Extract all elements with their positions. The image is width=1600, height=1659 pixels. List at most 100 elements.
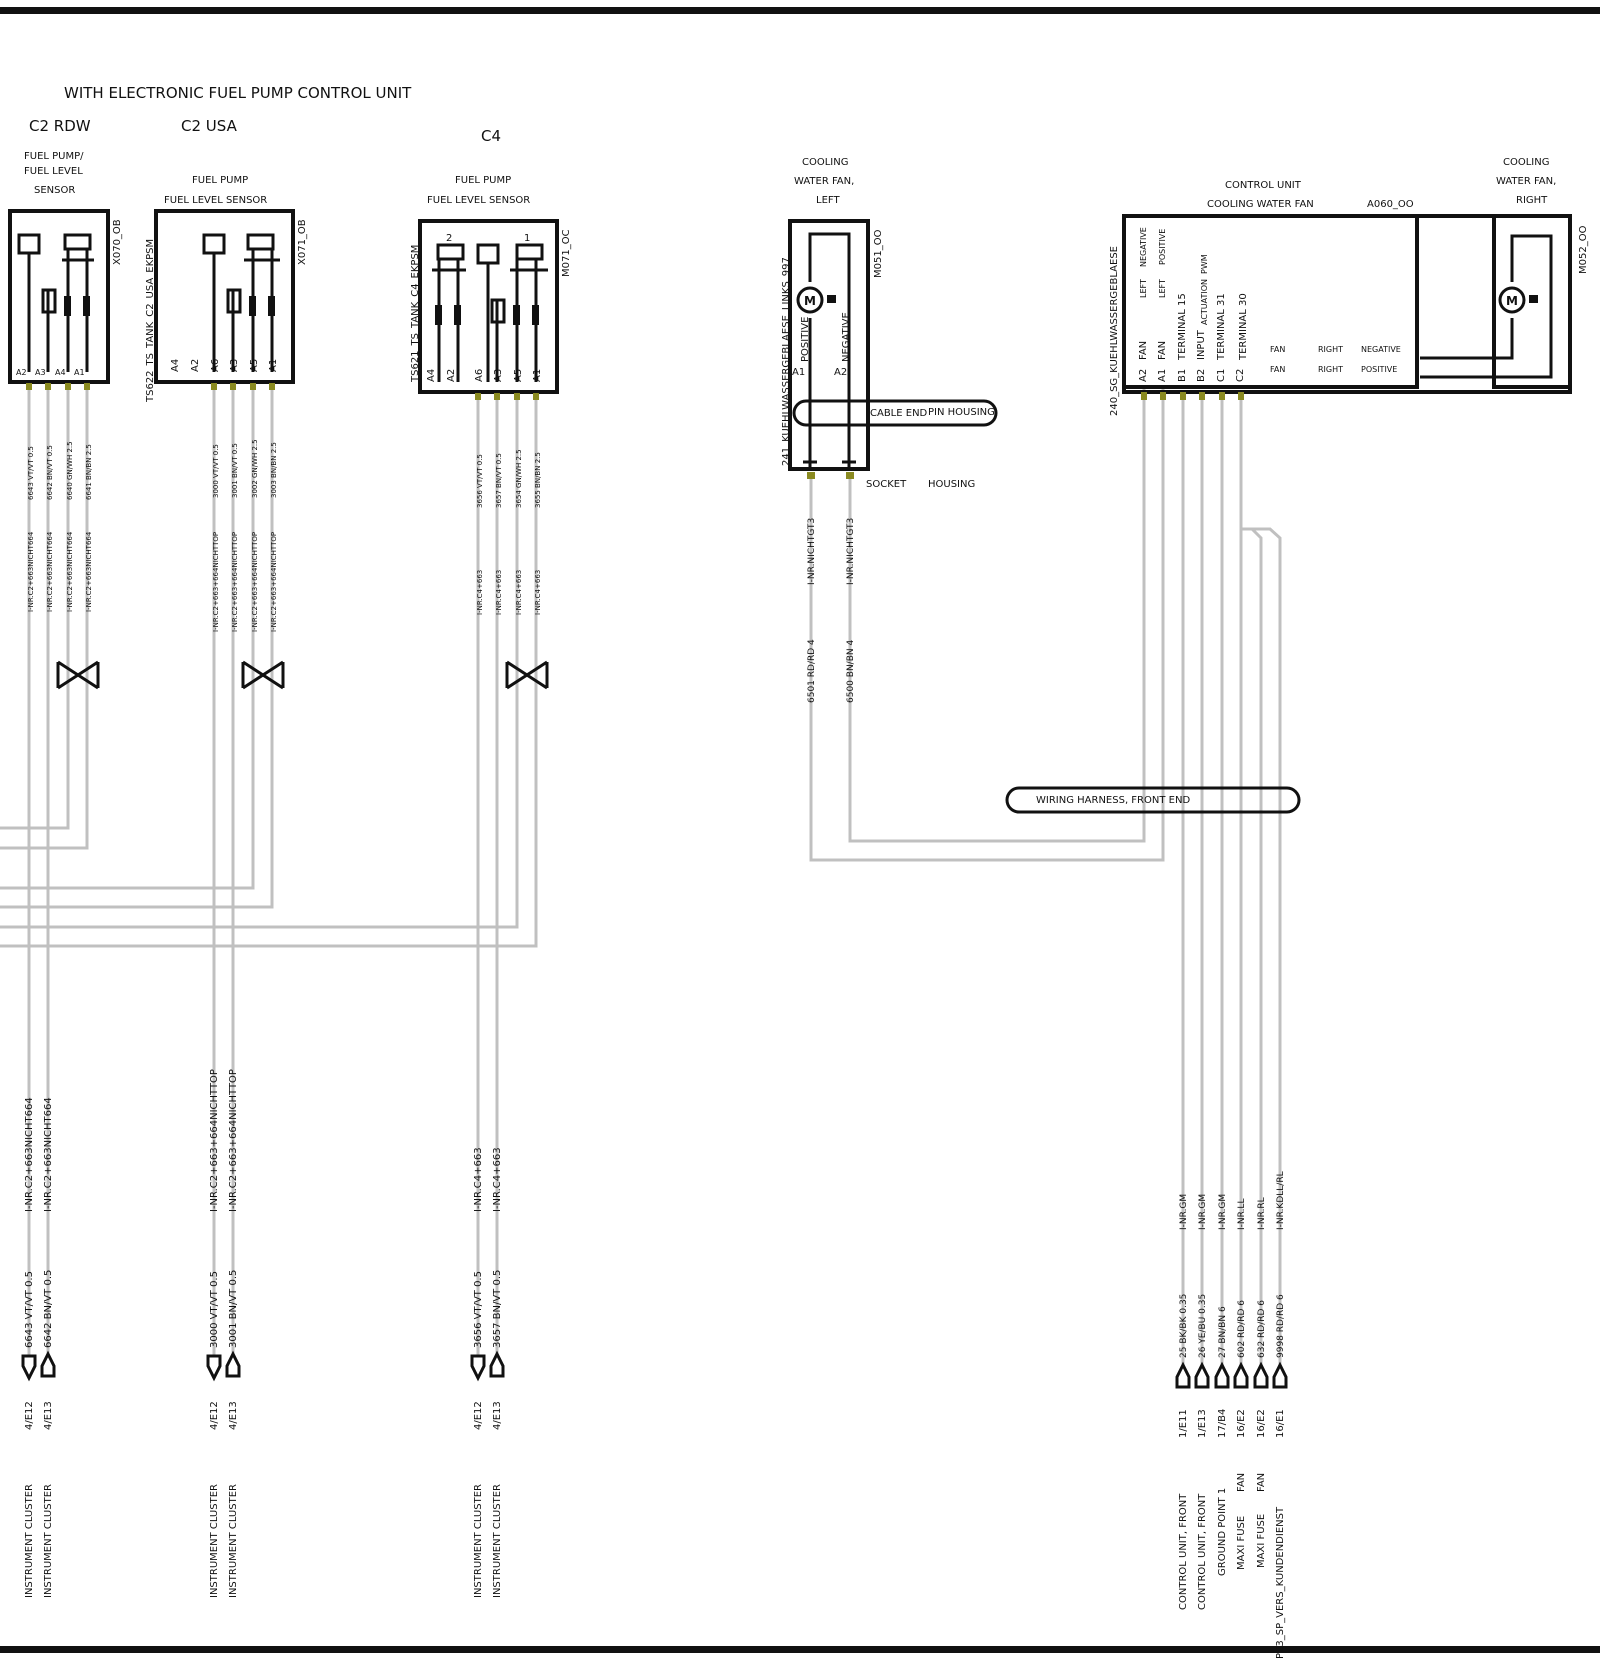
cu-pin-4 bbox=[1199, 392, 1205, 400]
c4-inr-2: I-NR.C4+663 bbox=[495, 570, 503, 615]
fan-left-internal-lines bbox=[808, 232, 851, 468]
c2-rdw-inr-2: I-NR.C2+663NICHT664 bbox=[46, 531, 54, 612]
cu-pin-3 bbox=[1180, 392, 1186, 400]
cu-dest-ref-3: 17/B4 bbox=[1217, 1409, 1228, 1438]
c2-rdw-bottom-wire-2: 6642 BN/VT 0.5 bbox=[43, 1270, 54, 1348]
c2-usa-box bbox=[154, 209, 295, 384]
c2-usa-pin-a1: A1 bbox=[268, 359, 279, 372]
c2-usa-wire-label-1: 3000 VT/VT 0.5 bbox=[212, 444, 220, 498]
c2-rdw-group: C2 RDW FUEL PUMP/ FUEL LEVEL SENSOR X070… bbox=[0, 117, 123, 1598]
harness-label: WIRING HARNESS, FRONT END bbox=[1036, 795, 1190, 806]
cu-func-6: TERMINAL 30 bbox=[1238, 293, 1249, 361]
cu-dest-name-4b: FAN bbox=[1236, 1473, 1247, 1492]
c2-rdw-pump-symbol bbox=[63, 233, 92, 251]
c4-dest-name-2: INSTRUMENT CLUSTER bbox=[492, 1484, 503, 1598]
cu-dest-ref-1: 1/E11 bbox=[1178, 1409, 1189, 1438]
fan-left-pin-housing: PIN HOUSING bbox=[928, 407, 995, 418]
cu-wire-label-5: 632 RD/RD 6 bbox=[1257, 1300, 1267, 1358]
c2-usa-connector-2 bbox=[225, 1350, 241, 1378]
c4-dest-ref-2: 4/E13 bbox=[492, 1401, 503, 1430]
fan-right-desc-3: RIGHT bbox=[1516, 195, 1548, 206]
c2-usa-pin-a6: A6 bbox=[210, 359, 221, 372]
c2-usa-pin-a5: A5 bbox=[249, 359, 260, 372]
c2-rdw-inr-3: I-NR.C2+663NICHT664 bbox=[66, 531, 74, 612]
cu-inr-5: I-NR.RL bbox=[1257, 1197, 1267, 1230]
cu-inr-1: I-NR.GM bbox=[1179, 1194, 1189, 1230]
top-border bbox=[0, 7, 1600, 14]
c2-rdw-inr-1: I-NR.C2+663NICHT664 bbox=[27, 531, 35, 612]
c4-inr-4: I-NR.C4+663 bbox=[534, 570, 542, 615]
cu-dest-name-5: MAXI FUSE bbox=[1256, 1514, 1267, 1568]
c2-rdw-wire-label-4: 6641 BN/BN 2.5 bbox=[85, 444, 93, 500]
fan-left-desc-2: WATER FAN, bbox=[794, 176, 854, 187]
cu-dest-name-6: P23_SP_VERS_KUNDENDIENST bbox=[1275, 1506, 1286, 1659]
fan-left-desc-1: COOLING bbox=[802, 157, 848, 168]
c2-rdw-dest-name-2: INSTRUMENT CLUSTER bbox=[43, 1484, 54, 1598]
c2-rdw-pin-a3: A3 bbox=[35, 368, 46, 377]
c4-pin-a6: A6 bbox=[474, 369, 485, 382]
c2-usa-desc-1: FUEL PUMP bbox=[192, 175, 248, 186]
c2-usa-wire-3 bbox=[0, 390, 255, 890]
cu-dest-name-2: CONTROL UNIT, FRONT bbox=[1197, 1493, 1208, 1610]
c4-wire-3 bbox=[0, 400, 519, 929]
cu-pin-b2: B2 bbox=[1196, 369, 1207, 382]
cu-inr-3: I-NR.GM bbox=[1218, 1194, 1228, 1230]
fan-left-negative: NEGATIVE bbox=[841, 312, 852, 362]
c2-usa-side: TS622_TS_TANK_C2_USA_EKPSM bbox=[145, 239, 156, 403]
c2-rdw-dest-ref-1: 4/E12 bbox=[24, 1401, 35, 1430]
cu-dest-name-3: GROUND POINT 1 bbox=[1217, 1488, 1228, 1576]
cu-right-row2-b: RIGHT bbox=[1318, 365, 1343, 374]
fan-left-inr-1: I-NR.NICHTGT3 bbox=[807, 518, 817, 585]
c4-pump-symbol-2 bbox=[436, 243, 465, 261]
c4-pin-a2: A2 bbox=[446, 369, 457, 382]
c4-desc-2: FUEL LEVEL SENSOR bbox=[427, 195, 530, 206]
fan-left-cable-end: CABLE END bbox=[870, 408, 928, 419]
c4-pin-a4: A4 bbox=[426, 369, 437, 382]
fan-left-positive: POSITIVE bbox=[800, 317, 811, 362]
c2-rdw-bottom-inr-1: I-NR.C2+663NICHT664 bbox=[24, 1097, 35, 1212]
fan-left-motor-icon bbox=[796, 286, 824, 314]
c2-usa-resistor bbox=[226, 288, 242, 314]
diagram-title: WITH ELECTRONIC FUEL PUMP CONTROL UNIT bbox=[64, 84, 412, 102]
c2-rdw-wire-4 bbox=[0, 390, 89, 850]
c4-element-2 bbox=[454, 305, 461, 325]
fan-left-housing: HOUSING bbox=[928, 479, 975, 490]
c4-internal-lines bbox=[432, 259, 548, 382]
cu-right-row1-a: FAN bbox=[1270, 345, 1285, 354]
fan-right-motor-glyph: M bbox=[1506, 294, 1518, 308]
c4-pump-num-1: 1 bbox=[524, 233, 530, 244]
cu-pin-c2: C2 bbox=[1235, 369, 1246, 382]
c2-usa-wire-4 bbox=[0, 390, 274, 909]
cu-pin-6 bbox=[1238, 392, 1244, 400]
c2-usa-twist-symbol bbox=[241, 660, 285, 690]
c2-rdw-pin-a4: A4 bbox=[55, 368, 66, 377]
c2-usa-dest-ref-1: 4/E12 bbox=[209, 1401, 220, 1430]
c2-usa-pin-1 bbox=[211, 383, 217, 390]
fan-left-desc-3: LEFT bbox=[816, 195, 840, 206]
cu-connector-2 bbox=[1194, 1361, 1210, 1389]
cu-wire-label-4: 602 RD/RD 6 bbox=[1237, 1300, 1247, 1358]
c4-element-1 bbox=[435, 305, 442, 325]
c2-usa-element-2 bbox=[268, 296, 275, 316]
cu-connector-1 bbox=[1175, 1361, 1191, 1389]
c2-rdw-pin-3 bbox=[65, 383, 71, 390]
c2-rdw-wire-label-2: 6642 BN/VT 0.5 bbox=[46, 445, 54, 500]
cu-wire-branch-2 bbox=[1252, 527, 1282, 1367]
cu-inr-4: I-NR.LL bbox=[1237, 1199, 1247, 1230]
cu-dest-name-1: CONTROL UNIT, FRONT bbox=[1178, 1493, 1189, 1610]
cu-pin-a1: A1 bbox=[1157, 369, 1168, 382]
c2-rdw-wire-3 bbox=[0, 390, 70, 830]
c2-usa-dest-ref-2: 4/E13 bbox=[228, 1401, 239, 1430]
c2-usa-wire-label-3: 3002 GN/WH 2.5 bbox=[251, 439, 259, 498]
fan-left-pin-2 bbox=[846, 472, 854, 479]
cu-wire-branch-1 bbox=[1241, 527, 1263, 1367]
c4-pump-symbol-1 bbox=[515, 243, 544, 261]
fan-left-group: COOLING WATER FAN, LEFT M051_OO 241_KUEH… bbox=[781, 157, 1165, 862]
control-unit-ref: A060_OO bbox=[1367, 199, 1414, 210]
fan-left-wire-label-2: 6500 BN/BN 4 bbox=[846, 640, 856, 703]
c2-rdw-ref: X070_OB bbox=[112, 219, 123, 265]
control-unit-outer-box bbox=[1122, 214, 1572, 394]
c4-title: C4 bbox=[481, 127, 501, 145]
cu-dest-ref-5: 16/E2 bbox=[1256, 1409, 1267, 1438]
cu-right-row1-c: NEGATIVE bbox=[1361, 345, 1401, 354]
